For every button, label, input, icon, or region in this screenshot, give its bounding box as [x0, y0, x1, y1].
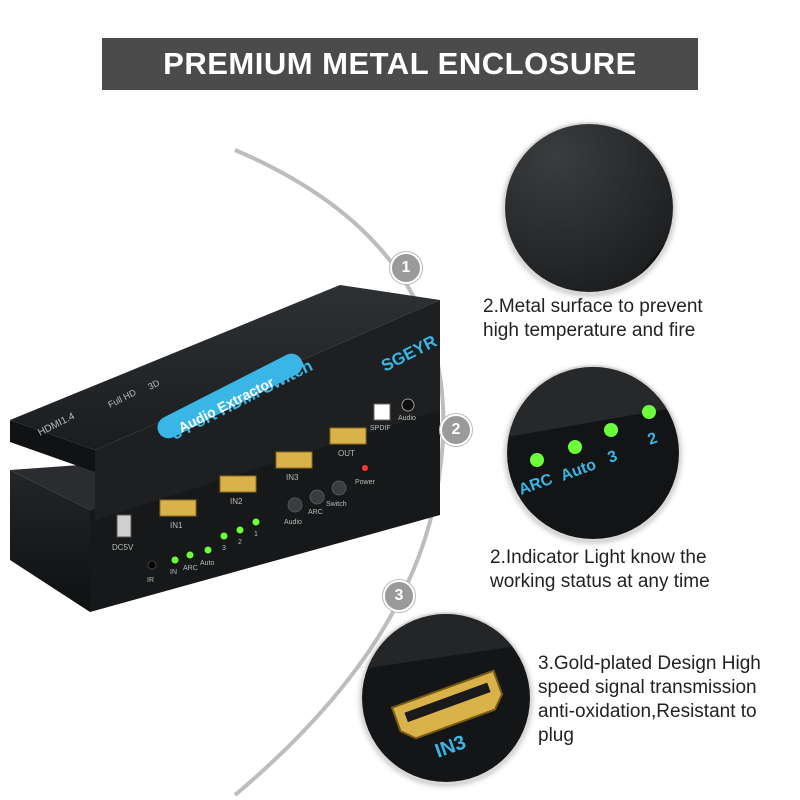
led-indicator — [220, 532, 228, 540]
front-led-label-arc: ARC — [183, 565, 198, 572]
led-indicator — [186, 551, 194, 559]
step-number-2: 2 — [440, 414, 472, 446]
step-number-3: 3 — [383, 580, 415, 612]
front-button-audio — [287, 497, 303, 513]
indicator-light-closeup: ARC Auto 3 2 — [505, 365, 681, 541]
port-label-spdif: SPDIF — [370, 425, 391, 432]
front-button-label-power: Power — [355, 479, 376, 486]
metal-surface-closeup — [503, 122, 675, 294]
device-rear-panel — [95, 300, 440, 520]
caption-line: 2.Metal surface to prevent — [483, 296, 703, 317]
port-label-in1: IN1 — [170, 521, 183, 530]
feature-caption-metal: 2.Metal surface to prevent high temperat… — [483, 295, 703, 343]
front-led-label-3: 3 — [222, 545, 226, 552]
front-led-label-auto: Auto — [200, 560, 215, 567]
led-indicator — [204, 546, 212, 554]
zoom-led — [604, 423, 618, 437]
hdmi-port-in2 — [219, 475, 257, 493]
port-label-in3: IN3 — [286, 473, 299, 482]
3d-label: 3D — [146, 377, 161, 391]
caption-line: high temperature and fire — [483, 320, 696, 341]
front-led-label-1: 1 — [254, 531, 258, 538]
hdmi-port-out — [329, 427, 367, 445]
caption-line: plug — [538, 725, 574, 746]
audio-extractor-badge-bg — [157, 353, 303, 439]
front-button-label-switch: Switch — [326, 501, 347, 508]
ir-sensor — [147, 560, 157, 570]
front-led-label-2: 2 — [238, 539, 242, 546]
front-button-arc — [309, 489, 325, 505]
front-button-label-arc: ARC — [308, 509, 323, 516]
hdmi-port-in3 — [275, 451, 313, 469]
port-label-in2: IN2 — [230, 497, 243, 506]
ir-label: IR — [147, 577, 154, 584]
caption-line: speed signal transmission — [538, 677, 757, 698]
caption-line: 2.Indicator Light know the — [490, 547, 707, 568]
port-label-audio: Audio — [398, 415, 416, 422]
audio-jack — [401, 398, 415, 412]
port-label-out: OUT — [338, 449, 355, 458]
led-indicator — [171, 556, 179, 564]
power-led — [362, 465, 368, 471]
front-led-label-in: IN — [170, 569, 177, 576]
caption-line: anti-oxidation,Resistant to — [538, 701, 757, 722]
gold-port-closeup: IN3 — [360, 612, 532, 784]
spdif-port — [373, 403, 391, 421]
zoom-led — [642, 405, 656, 419]
zoom-led — [568, 440, 582, 454]
banner-title: PREMIUM METAL ENCLOSURE — [102, 38, 698, 90]
led-indicator — [236, 526, 244, 534]
hdmi-port-in1 — [159, 499, 197, 517]
feature-caption-indicator: 2.Indicator Light know the working statu… — [490, 546, 710, 594]
front-button-label-audio: Audio — [284, 519, 302, 526]
zoom-led — [530, 453, 544, 467]
feature-caption-gold: 3.Gold-plated Design High speed signal t… — [538, 652, 761, 748]
front-button-switch — [331, 480, 347, 496]
port-label-dc5v: DC5V — [112, 543, 134, 552]
led-indicator — [252, 518, 260, 526]
step-number-1: 1 — [390, 252, 422, 284]
device-side-face — [10, 470, 90, 612]
device-top-surface — [10, 285, 440, 450]
caption-line: working status at any time — [490, 571, 710, 592]
device-top-edge — [10, 420, 95, 472]
dc5v-port — [116, 514, 132, 538]
caption-line: 3.Gold-plated Design High — [538, 653, 761, 674]
